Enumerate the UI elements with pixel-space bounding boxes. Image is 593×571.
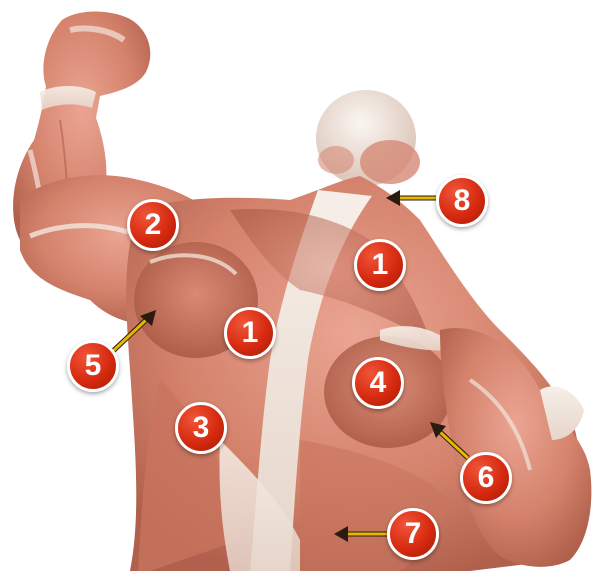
marker-badge: 2 (127, 199, 179, 251)
marker-badge: 1 (224, 307, 276, 359)
marker-badge: 8 (436, 175, 488, 227)
marker-badge: 1 (354, 239, 406, 291)
marker-badge: 4 (352, 357, 404, 409)
marker-badge: 5 (67, 340, 119, 392)
head (316, 90, 420, 186)
marker-badge: 7 (387, 508, 439, 560)
marker-badge: 6 (460, 452, 512, 504)
marker-badge: 3 (175, 402, 227, 454)
